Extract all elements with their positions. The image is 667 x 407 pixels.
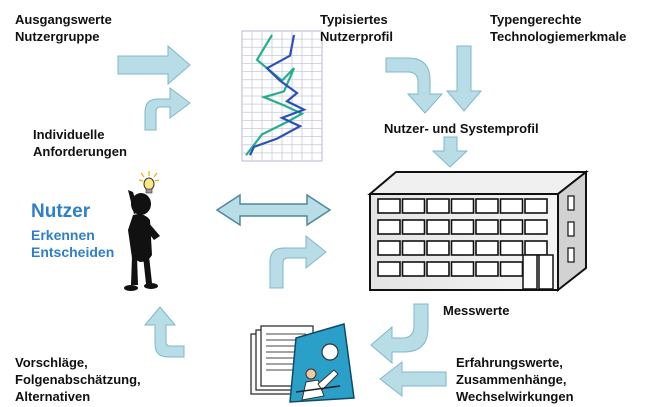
thinking-person-with-lightbulb-icon: [124, 171, 160, 291]
label-erkennen-entscheiden: Erkennen Entscheiden: [31, 227, 114, 261]
building-window: [377, 198, 401, 214]
building-window: [524, 198, 548, 214]
label-typengerechte-line2: Technologiemerkmale: [490, 29, 627, 44]
label-messwerte: Messwerte: [443, 303, 510, 318]
building-window: [475, 219, 499, 235]
label-nutzer: Nutzer: [31, 201, 91, 222]
building-icon: [367, 169, 589, 293]
building-window: [426, 198, 450, 214]
arrow-technologie-to-systemprofil: [445, 45, 483, 112]
arrow-anforderungen-to-profile: [144, 87, 191, 131]
label-individuelle-line1: Individuelle: [33, 127, 105, 142]
building-window: [426, 240, 450, 256]
label-typisiertes-line2: Nutzerprofil: [320, 29, 393, 44]
arrow-systemprofil-to-building: [431, 136, 469, 168]
building-window: [524, 240, 548, 256]
building-window: [475, 240, 499, 256]
building-window: [499, 198, 524, 214]
arrow-nutzer-building-bidirectional: [215, 193, 332, 227]
label-erfahrungswerte: Erfahrungswerte, Zusammenhänge, Wechselw…: [456, 354, 574, 405]
label-vorschlaege: Vorschläge, Folgenabschätzung, Alternati…: [15, 354, 141, 405]
arrow-up-to-building: [269, 234, 327, 289]
label-individuelle-line2: Anforderungen: [33, 144, 127, 159]
building-window: [401, 198, 426, 214]
arrow-ausgangswerte-to-profile: [117, 44, 191, 86]
building-window: [377, 240, 401, 256]
building-window: [499, 219, 524, 235]
building-window: [401, 240, 426, 256]
building-window: [499, 240, 524, 256]
arrow-messwerte: [370, 303, 429, 365]
building-window: [450, 198, 475, 214]
documents-and-person-icon: [250, 323, 355, 403]
label-typisiertes: Typisiertes Nutzerprofil: [320, 11, 393, 45]
building-window: [377, 219, 401, 235]
profile-series-green: [245, 34, 305, 156]
label-vorschlaege-line2: Folgenabschätzung,: [15, 372, 141, 387]
building-window: [377, 261, 401, 277]
profile-series-blue: [249, 34, 307, 156]
building-window: [499, 261, 524, 277]
label-individuelle: Individuelle Anforderungen: [33, 126, 127, 160]
label-erfahrungswerte-line1: Erfahrungswerte,: [456, 355, 563, 370]
building-window: [426, 219, 450, 235]
building-window: [401, 261, 426, 277]
building-window: [524, 219, 548, 235]
label-ausgangswerte-line2: Nutzergruppe: [15, 29, 100, 44]
user-profile-grid: [241, 30, 323, 162]
label-typengerechte: Typengerechte Technologiemerkmale: [490, 11, 626, 45]
building-window: [450, 240, 475, 256]
arrow-erfahrungswerte: [379, 360, 447, 398]
label-ausgangswerte-line1: Ausgangswerte: [15, 12, 112, 27]
label-erkennen: Erkennen: [31, 227, 95, 243]
label-typisiertes-line1: Typisiertes: [320, 12, 388, 27]
label-entscheiden: Entscheiden: [31, 244, 115, 260]
arrow-vorschlaege-to-nutzer: [143, 306, 185, 358]
label-vorschlaege-line3: Alternativen: [15, 389, 91, 404]
building-window: [426, 261, 450, 277]
building-window: [475, 198, 499, 214]
label-vorschlaege-line1: Vorschläge,: [15, 355, 88, 370]
building-window: [450, 261, 475, 277]
label-systemprofil: Nutzer- und Systemprofil: [384, 121, 539, 136]
label-erfahrungswerte-line2: Zusammenhänge,: [456, 372, 567, 387]
label-erfahrungswerte-line3: Wechselwirkungen: [456, 389, 574, 404]
arrow-typisiertes-to-systemprofil: [385, 57, 444, 114]
label-typengerechte-line1: Typengerechte: [490, 12, 582, 27]
building-window: [475, 261, 499, 277]
building-window: [401, 219, 426, 235]
label-ausgangswerte: Ausgangswerte Nutzergruppe: [15, 11, 112, 45]
building-window: [450, 219, 475, 235]
